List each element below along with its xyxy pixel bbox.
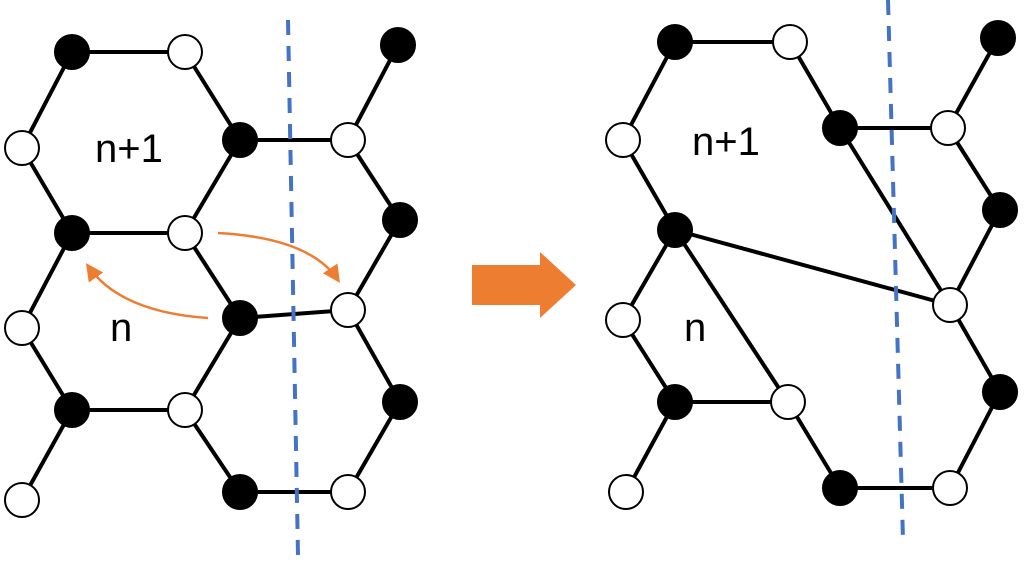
open-atom [330,122,366,158]
filled-atom [54,215,90,251]
open-atom [4,482,40,518]
filled-atom [822,110,858,146]
open-atom [167,34,203,70]
ring-label-n-plus-1-left: n+1 [95,127,163,171]
filled-atom [822,470,858,506]
filled-atom [982,374,1018,410]
right-lattice: n+1 n [605,0,1018,541]
transition-arrow [472,252,576,318]
ring-label-n-right: n [684,306,706,350]
open-atom [330,292,366,328]
filled-atom [54,34,90,70]
right-atoms [605,20,1018,510]
dashed-divider-line [886,0,905,541]
filled-atom [382,202,418,238]
open-atom [4,310,40,346]
open-atom [932,470,968,506]
open-atom [4,130,40,166]
dashed-divider-line [286,19,300,556]
bond [621,40,677,142]
bond [183,138,242,235]
bond [673,228,790,404]
open-atom [932,287,968,323]
filled-atom [222,300,258,336]
filled-atom [982,192,1018,228]
open-atom [772,24,808,60]
bond [20,50,74,150]
filled-atom [657,212,693,248]
filled-atom [380,27,416,63]
ring-label-n-plus-1-right: n+1 [692,120,760,164]
filled-atom [657,384,693,420]
open-atom [770,384,806,420]
filled-atom [382,384,418,420]
filled-atom [54,392,90,428]
ring-label-n-left: n [110,306,132,350]
open-atom [930,110,966,146]
open-atom [605,302,641,338]
filled-atom [980,20,1016,56]
open-atom [608,474,644,510]
left-atoms [4,27,418,518]
filled-atom [222,122,258,158]
open-atom [167,215,203,251]
bond [948,390,1002,490]
curved-arrow-left [85,263,209,320]
left-lattice: n+1 n [4,19,418,556]
filled-atom [222,474,258,510]
filled-atom [657,24,693,60]
bond [673,228,952,307]
right-bonds [621,36,1002,494]
open-atom [605,122,641,158]
open-atom [167,392,203,428]
open-atom [330,474,366,510]
curved-arrow-right [217,231,340,283]
left-bonds [20,43,402,502]
